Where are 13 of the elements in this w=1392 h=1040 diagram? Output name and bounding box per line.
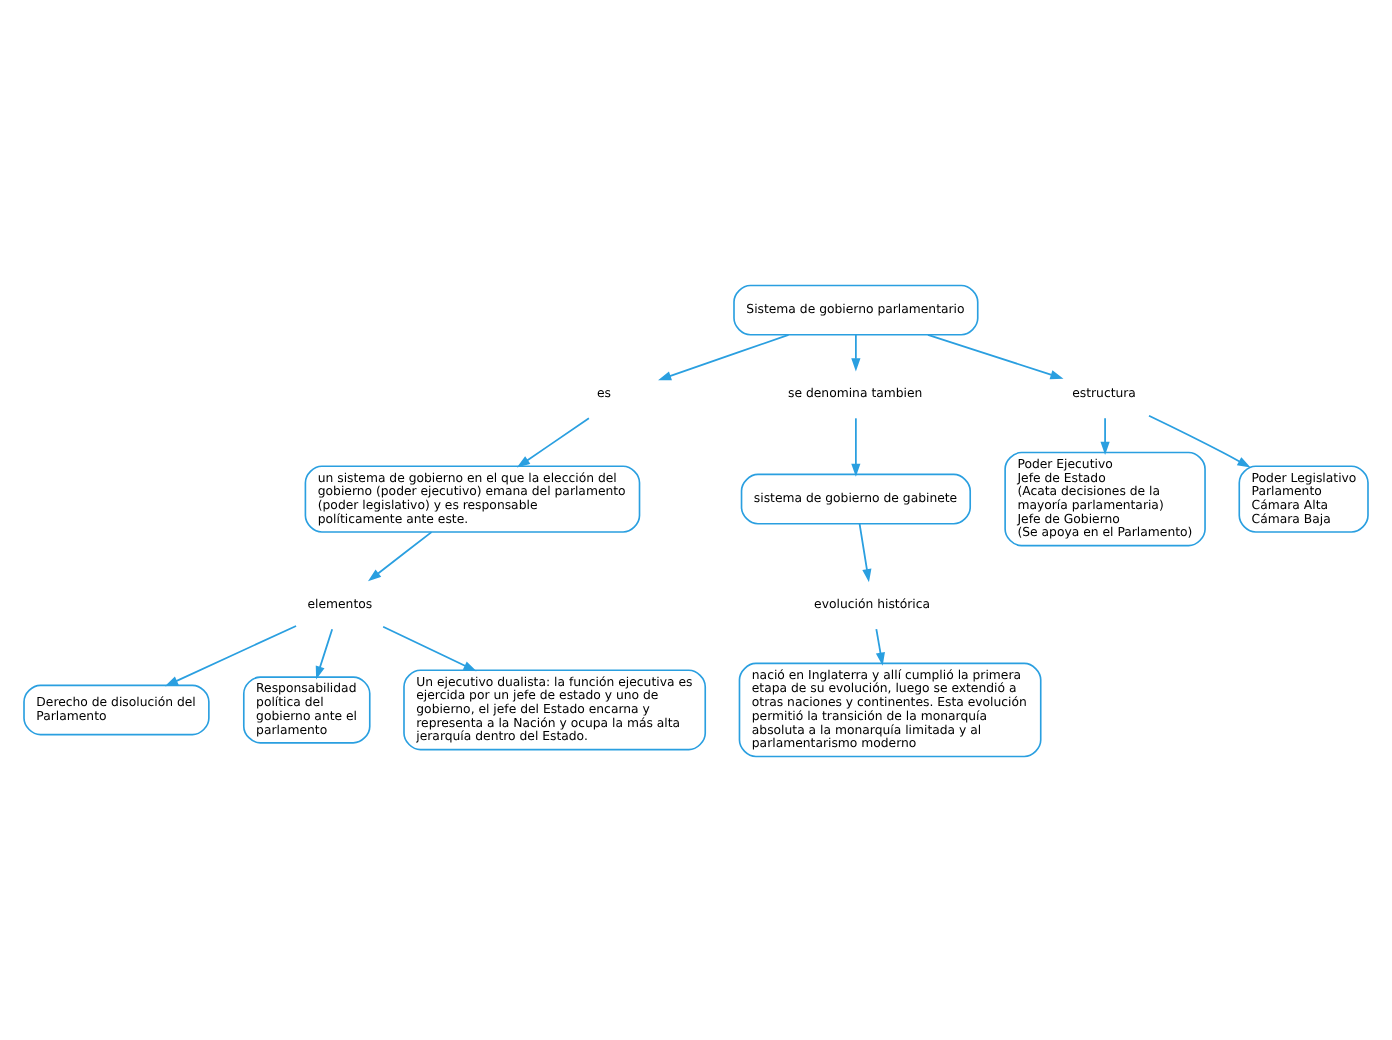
arrow (1148, 413, 1251, 467)
arrow (927, 333, 1064, 379)
arrow (658, 333, 790, 380)
arrow (315, 627, 334, 679)
arrow (851, 333, 861, 371)
arrow (382, 624, 477, 671)
arrow (858, 521, 872, 582)
arrow (516, 416, 590, 467)
arrow (164, 624, 297, 686)
arrow (367, 530, 433, 581)
arrow (851, 416, 861, 476)
arrow (875, 627, 885, 665)
arrow (1100, 416, 1110, 454)
